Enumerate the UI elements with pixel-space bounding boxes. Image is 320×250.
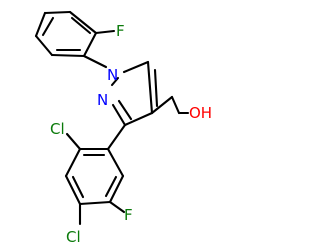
fluorophenyl-ring (34, 10, 116, 58)
fluorine-right-label: F (124, 206, 133, 224)
hydroxymethyl-group (150, 95, 190, 115)
fluorine-top-label: F (116, 22, 125, 40)
dichlorofluorophenyl-ring (64, 132, 126, 226)
nitrogen-1-label: N (107, 66, 118, 84)
pyrazole-aryl-bond (106, 123, 127, 151)
molecule-structure-diagram: F N N OH Cl F Cl (34, 10, 212, 246)
aryl-n-bond (82, 54, 108, 69)
hydroxyl-label: OH (189, 104, 212, 122)
chlorine-bottom-label: Cl (66, 228, 81, 246)
chlorine-left-label: Cl (50, 120, 65, 138)
pyrazole-ring (110, 60, 159, 127)
nitrogen-2-label: N (97, 91, 108, 109)
